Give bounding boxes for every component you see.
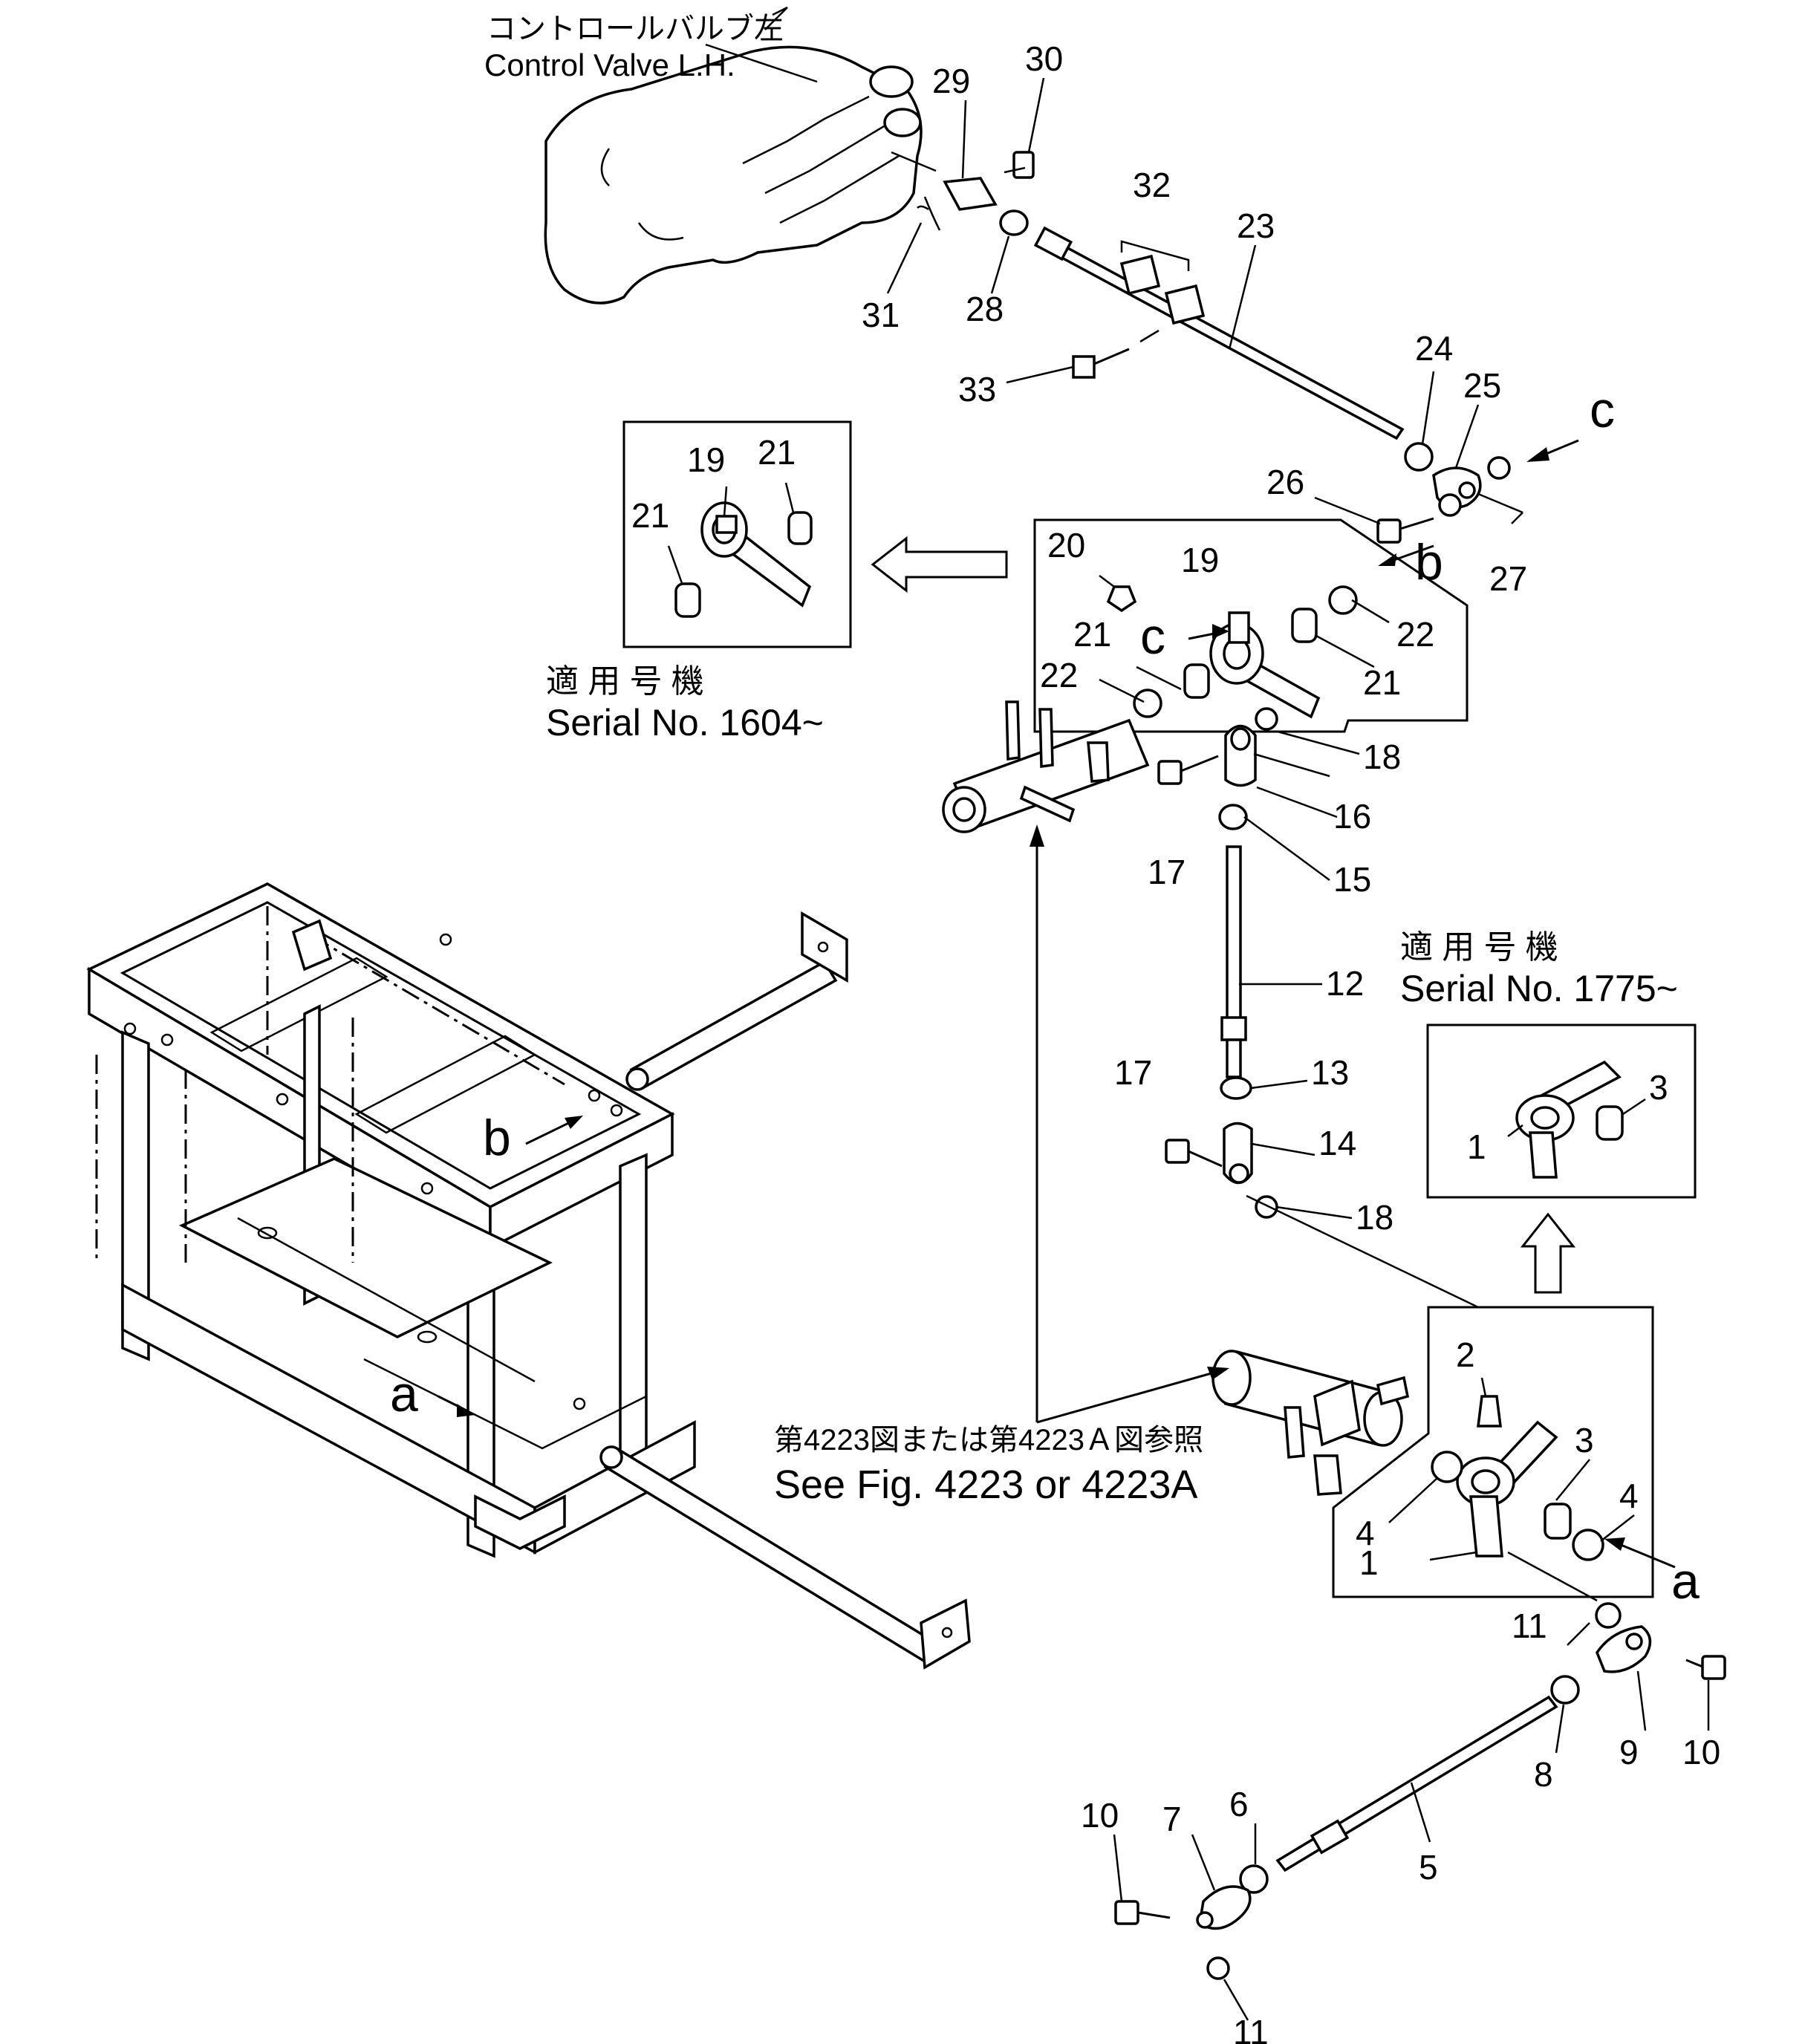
serial-1775-en: Serial No. 1775~	[1400, 968, 1678, 1009]
control-valve	[544, 6, 923, 305]
top-rod-assembly	[891, 151, 1523, 544]
inset-1775	[1426, 1023, 1697, 1199]
serial-1604-jp: 適 用 号 機	[546, 663, 704, 700]
callout-3a: 3	[1575, 1421, 1594, 1459]
callout-1b: 1	[1467, 1127, 1486, 1166]
callout-27: 27	[1489, 559, 1527, 598]
callout-11b: 11	[1233, 2013, 1269, 2044]
lower-lever-group	[1332, 1306, 1676, 1602]
callout-14: 14	[1318, 1124, 1356, 1162]
callout-4a: 4	[1356, 1514, 1375, 1552]
callout-21b: 21	[758, 433, 796, 472]
callout-30: 30	[1025, 39, 1063, 78]
serial-1775-jp: 適 用 号 機	[1400, 929, 1558, 966]
callout-23: 23	[1237, 206, 1275, 245]
letter-c-lever: c	[1140, 608, 1165, 665]
inset-1604	[622, 420, 852, 648]
control-valve-jp: コントロールバルブ左	[487, 13, 784, 45]
callout-24: 24	[1415, 329, 1453, 368]
callout-20: 20	[1047, 526, 1085, 564]
callout-21d: 21	[1363, 663, 1401, 702]
callout-6: 6	[1229, 1785, 1249, 1823]
callout-28: 28	[966, 290, 1004, 328]
callout-8: 8	[1534, 1755, 1553, 1794]
callout-11a: 11	[1512, 1607, 1547, 1645]
callout-32: 32	[1133, 166, 1171, 204]
hollow-arrow-up	[1520, 1212, 1576, 1294]
callout-2: 2	[1456, 1335, 1475, 1374]
reference-letters: a a b b c c	[390, 382, 1700, 1610]
annotation-text: コントロールバルブ左 Control Valve L.H. 適 用 号 機 Se…	[484, 13, 1678, 1507]
hollow-arrow-left	[871, 536, 1008, 593]
callout-31: 31	[862, 296, 900, 334]
reference-arrows	[1030, 824, 1229, 1424]
see-fig-en: See Fig. 4223 or 4223A	[774, 1462, 1197, 1507]
callout-numbers: 1 1 2 3 3 4 4 5 6 7 8 9 10 10 11 11 12 1…	[631, 39, 1720, 2044]
serial-1604-en: Serial No. 1604~	[546, 702, 824, 743]
callout-18b: 18	[1356, 1198, 1393, 1237]
callout-19b: 19	[1181, 541, 1219, 579]
control-valve-en: Control Valve L.H.	[484, 48, 735, 82]
callout-9: 9	[1619, 1733, 1639, 1771]
vertical-linkage	[1157, 707, 1479, 1309]
callout-33: 33	[958, 370, 996, 409]
callout-16: 16	[1333, 797, 1371, 836]
callout-19a: 19	[687, 440, 725, 479]
letter-a-lever: a	[1671, 1553, 1700, 1610]
callout-10b: 10	[1682, 1733, 1720, 1771]
letter-c-rod: c	[1590, 382, 1615, 438]
callout-3b: 3	[1649, 1068, 1668, 1107]
callout-12: 12	[1326, 964, 1364, 1003]
cross-shaft-lower	[1212, 1350, 1410, 1496]
bottom-rod-assembly	[1113, 1602, 1726, 2021]
callout-4b: 4	[1619, 1477, 1639, 1515]
upper-lever-group	[1033, 518, 1469, 733]
callout-7: 7	[1162, 1800, 1182, 1838]
callout-25: 25	[1463, 366, 1501, 405]
callout-21a: 21	[631, 496, 669, 535]
callout-17a: 17	[1148, 853, 1186, 891]
callout-13: 13	[1311, 1053, 1349, 1092]
see-fig-jp: 第4223図または第4223Ａ図参照	[774, 1424, 1203, 1456]
callout-26: 26	[1266, 463, 1304, 501]
callout-22a: 22	[1040, 656, 1078, 694]
callout-21c: 21	[1073, 615, 1111, 654]
callout-17b: 17	[1114, 1053, 1152, 1092]
callout-10a: 10	[1081, 1796, 1119, 1835]
callout-18a: 18	[1363, 738, 1401, 776]
callout-5: 5	[1419, 1848, 1438, 1887]
callout-1a: 1	[1359, 1543, 1379, 1582]
callout-22b: 22	[1396, 615, 1434, 654]
leader-lines-top	[886, 77, 1480, 525]
console-frame	[86, 882, 971, 1670]
misc-arrows	[1526, 439, 1579, 462]
cross-shaft-upper	[942, 700, 1150, 833]
letter-b-lever: b	[1415, 534, 1443, 590]
callout-15: 15	[1333, 860, 1371, 899]
callout-29: 29	[932, 62, 970, 100]
letter-a-frame: a	[390, 1366, 418, 1422]
letter-b-frame: b	[483, 1110, 511, 1166]
